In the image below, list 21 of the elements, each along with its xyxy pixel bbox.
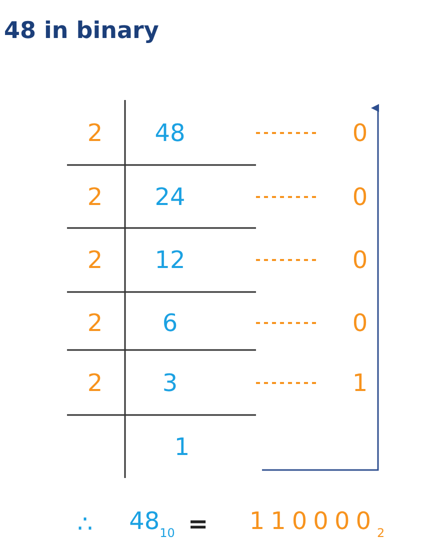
- remainder: 0: [352, 185, 368, 209]
- remainder: 0: [352, 121, 368, 145]
- dividend: 48: [154, 121, 186, 145]
- remainder: 0: [352, 248, 368, 272]
- binary-result: 110000$_{2}$: [249, 509, 391, 539]
- dividend: 3: [162, 371, 178, 395]
- remainder: 1: [352, 371, 368, 395]
- dividend: 6: [162, 311, 178, 335]
- divisor: 2: [87, 121, 103, 145]
- divisor: 2: [87, 248, 103, 272]
- title: 48 in binary: [4, 18, 159, 44]
- quotient: 1: [174, 435, 190, 459]
- equals-sign: =: [188, 512, 208, 536]
- decimal-number: 48$_{10}$: [129, 509, 175, 539]
- divisor: 2: [87, 311, 103, 335]
- dividend: 24: [154, 185, 186, 209]
- divisor: 2: [87, 371, 103, 395]
- divisor: 2: [87, 185, 103, 209]
- therefore-sign: ∴: [77, 512, 93, 536]
- dividend: 12: [154, 248, 186, 272]
- remainder: 0: [352, 311, 368, 335]
